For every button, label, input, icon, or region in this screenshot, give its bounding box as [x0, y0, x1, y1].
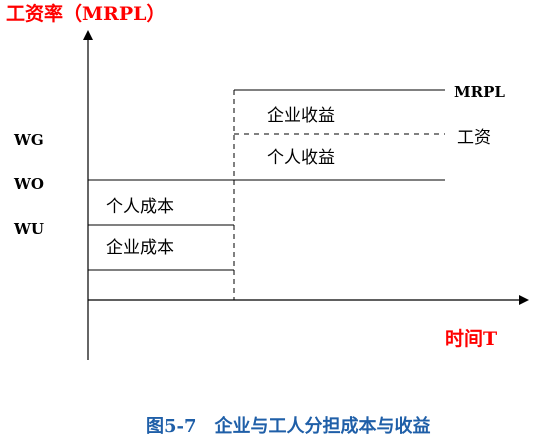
- personal-benefit-label: 个人收益: [267, 148, 335, 168]
- wo-label: WO: [13, 175, 44, 193]
- wage-label: 工资: [457, 128, 491, 148]
- firm-benefit-label: 企业收益: [267, 106, 335, 126]
- wg-label: WG: [13, 131, 44, 149]
- personal-cost-label: 个人成本: [106, 197, 174, 217]
- wu-label: WU: [13, 220, 44, 238]
- x-axis-label: 时间T: [445, 328, 497, 350]
- y-axis-label: 工资率（MRPL）: [6, 2, 165, 25]
- firm-cost-label: 企业成本: [106, 238, 174, 258]
- mrpl-label: MRPL: [454, 83, 505, 101]
- figure-caption: 图5-7 企业与工人分担成本与收益: [146, 415, 431, 437]
